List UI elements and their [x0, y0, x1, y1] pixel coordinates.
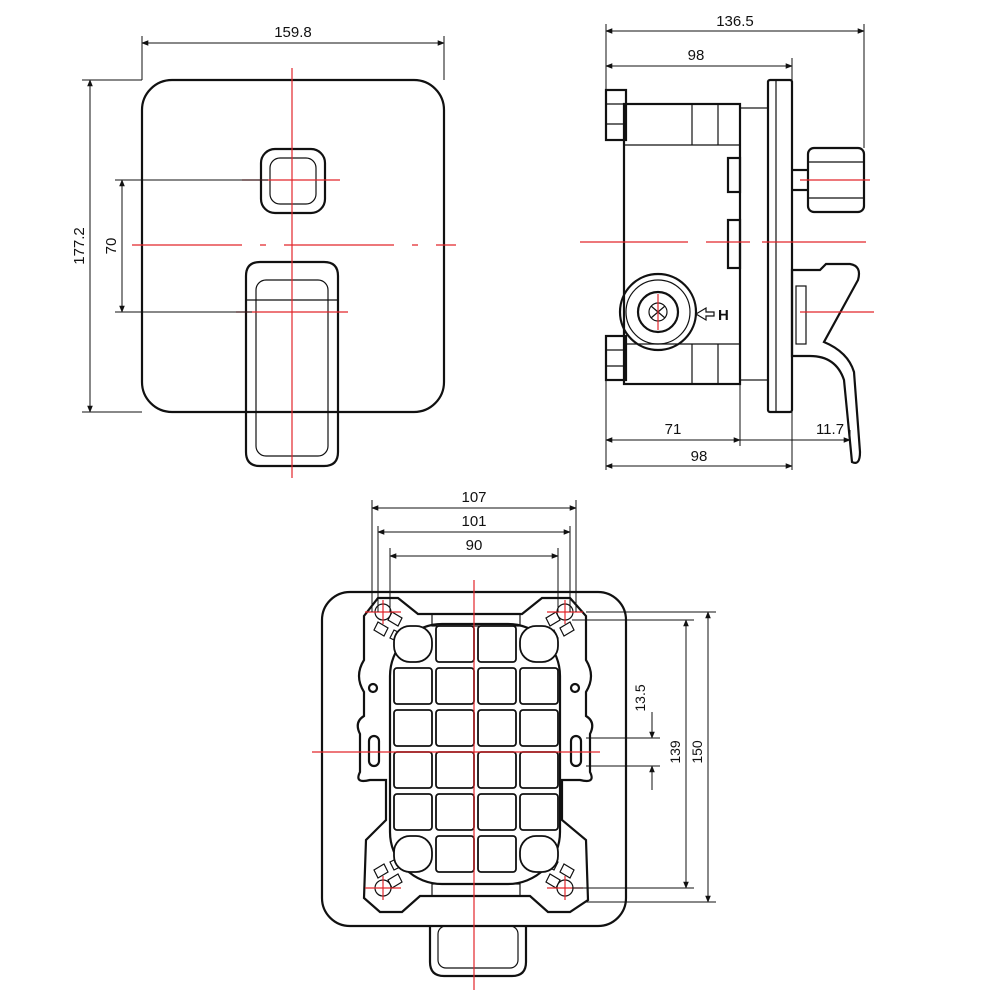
grid-cell — [519, 751, 559, 789]
width-label: 159.8 — [274, 24, 312, 41]
grid-cell — [435, 667, 475, 705]
dimension-mid-width: 101 — [377, 513, 571, 612]
lever-handle — [244, 260, 340, 468]
inlet-offset-label: 71 — [665, 421, 682, 438]
dimension-overall-height: 150 — [586, 611, 716, 903]
grid-cell — [477, 625, 517, 663]
spacing-label: 70 — [103, 238, 120, 255]
overall-height-label: 150 — [689, 740, 705, 764]
handle-below — [428, 926, 528, 978]
grid-cell — [477, 667, 517, 705]
hole-spacing-label: 139 — [667, 740, 683, 764]
side-view: H 136.5 98 71 — [580, 13, 874, 470]
front-view: 159.8 177.2 70 — [71, 24, 456, 478]
dimension-inlet-offset: 71 — [605, 380, 741, 470]
grid-cell — [519, 835, 559, 873]
grid-cell — [519, 793, 559, 831]
grid-cell — [393, 709, 433, 747]
grid-cell — [519, 667, 559, 705]
dimension-height: 177.2 — [71, 79, 142, 413]
grid-cell — [519, 625, 559, 663]
body-depth-bottom-label: 98 — [691, 448, 708, 465]
grid-cell — [393, 751, 433, 789]
grid-cell — [519, 709, 559, 747]
inner-width-label: 90 — [466, 537, 483, 554]
grid-cell — [435, 835, 475, 873]
inlet-marker: H — [718, 307, 729, 324]
grid-cell — [435, 625, 475, 663]
grid-cell — [393, 667, 433, 705]
body-depth-top-label: 98 — [688, 47, 705, 64]
dimension-plate-offset: 11.7 — [740, 412, 851, 470]
inlet-fitting — [618, 272, 698, 352]
grid-cell — [477, 751, 517, 789]
diverter-knob-inner — [269, 157, 317, 205]
dimension-outer-width: 107 — [371, 489, 577, 612]
grid-cell — [477, 709, 517, 747]
grid-cell — [477, 793, 517, 831]
mounting-view: 107 101 90 13.5 139 — [312, 489, 716, 990]
dimension-inner-width: 90 — [389, 537, 559, 612]
dimension-slot-offset: 13.5 — [586, 684, 660, 790]
height-label: 177.2 — [71, 227, 88, 265]
dimension-body-depth-bottom: 98 — [605, 448, 793, 469]
dimension-overall-depth: 136.5 — [605, 13, 865, 148]
dimension-spacing: 70 — [103, 179, 268, 313]
slot-offset-label: 13.5 — [632, 684, 648, 711]
grid-cell — [435, 709, 475, 747]
faceplate — [140, 78, 446, 414]
grid-cell — [393, 835, 433, 873]
dimension-body-depth-top: 98 — [605, 47, 793, 80]
mid-width-label: 101 — [461, 513, 486, 530]
top-port — [604, 88, 628, 142]
outer-width-label: 107 — [461, 489, 486, 506]
wall-plate — [766, 78, 794, 414]
bracket-outline — [356, 596, 594, 914]
dimension-width: 159.8 — [141, 24, 445, 80]
grid-cell — [393, 625, 433, 663]
dimension-hole-spacing: 139 — [572, 619, 694, 889]
cell-grid — [393, 625, 559, 873]
inlet-arrow-icon — [694, 306, 715, 322]
plate-offset-label: 11.7 — [816, 421, 844, 438]
grid-cell — [393, 793, 433, 831]
grid-cell — [435, 751, 475, 789]
grid-cell — [435, 793, 475, 831]
overall-depth-label: 136.5 — [716, 13, 754, 30]
lever-side — [790, 262, 862, 464]
grid-cell — [477, 835, 517, 873]
bottom-port — [604, 334, 628, 382]
